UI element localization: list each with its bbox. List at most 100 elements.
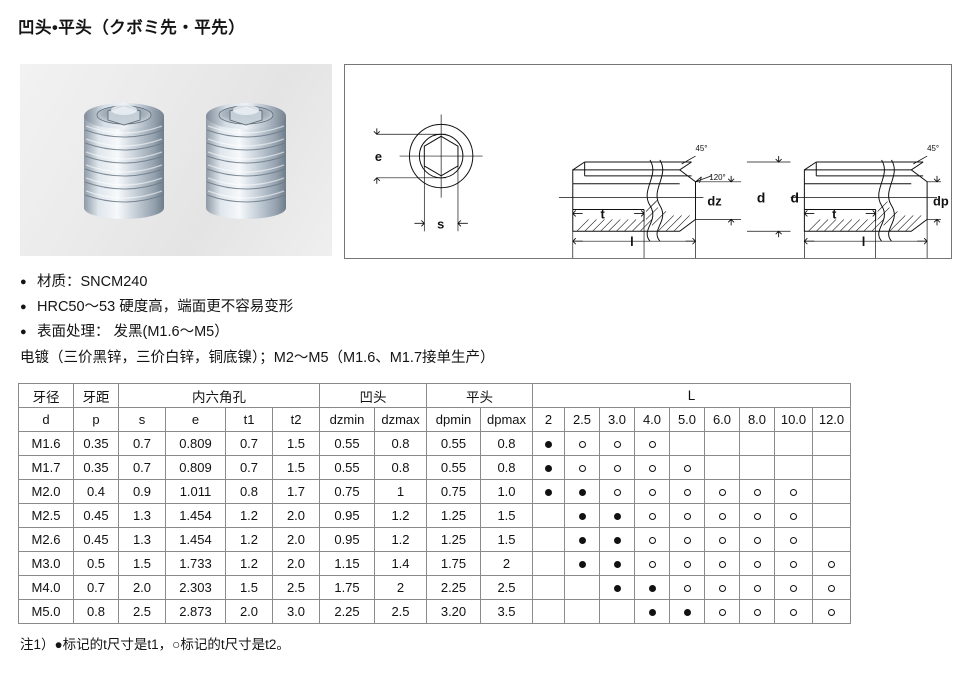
- length-cell-2.5: [564, 599, 600, 624]
- drawing-dim-arrows-mid: [572, 210, 697, 245]
- open-dot-icon: [753, 489, 761, 497]
- table-cell: 0.45: [73, 527, 119, 552]
- open-dot-icon: [790, 585, 797, 593]
- length-cell-8.0: [739, 575, 775, 600]
- length-cell-2.5: [564, 503, 600, 528]
- open-dot-icon: [648, 465, 656, 473]
- length-cell-4.0: [634, 479, 670, 504]
- length-cell-12.0: [812, 551, 851, 576]
- label-d-right: d: [791, 190, 799, 206]
- length-cell-6.0: [704, 455, 740, 480]
- table-column-header-8.0: 8.0: [739, 407, 775, 432]
- table-group-header-4: 平头: [426, 383, 533, 408]
- open-dot-icon: [718, 513, 726, 521]
- table-column-header-10.0: 10.0: [774, 407, 813, 432]
- label-l-right: l: [862, 234, 866, 249]
- table-cell: 0.45: [73, 503, 119, 528]
- open-dot-icon: [753, 609, 761, 617]
- table-cell: 1.5: [272, 455, 320, 480]
- table-cell: 0.5: [73, 551, 119, 576]
- length-cell-3.0: [599, 431, 635, 456]
- length-cell-5.0: [669, 431, 705, 456]
- table-cell: 1.25: [426, 503, 481, 528]
- table-cell: 0.8: [374, 431, 427, 456]
- table-cell: 1.5: [225, 575, 273, 600]
- spec-item: ● 表面处理： 发黑(M1.6～M5）: [20, 320, 720, 345]
- open-dot-icon: [683, 489, 691, 497]
- open-dot-icon: [790, 513, 797, 521]
- length-cell-10.0: [774, 431, 813, 456]
- table-cell: 0.75: [426, 479, 481, 504]
- table-cell: 1.15: [319, 551, 375, 576]
- table-cell: 2.5: [118, 599, 166, 624]
- table-cell: 1.454: [165, 503, 226, 528]
- length-cell-12.0: [812, 479, 851, 504]
- open-dot-icon: [578, 441, 586, 449]
- length-cell-3.0: [599, 503, 635, 528]
- solid-dot-icon: [578, 537, 586, 545]
- label-dp: dp: [933, 194, 949, 209]
- table-cell: 0.7: [73, 575, 119, 600]
- table-cell: 1.3: [118, 527, 166, 552]
- solid-dot-icon: [613, 513, 621, 521]
- solid-dot-icon: [648, 609, 656, 617]
- solid-dot-icon: [683, 609, 691, 617]
- solid-dot-icon: [578, 561, 586, 569]
- open-dot-icon: [753, 561, 761, 569]
- length-cell-12.0: [812, 431, 851, 456]
- spec-item-text: HRC50～53 硬度高，端面更不容易变形: [37, 299, 294, 315]
- table-cell: 0.8: [73, 599, 119, 624]
- length-cell-8.0: [739, 503, 775, 528]
- table-cell: 2: [480, 551, 533, 576]
- length-cell-3.0: [599, 575, 635, 600]
- length-cell-6.0: [704, 431, 740, 456]
- table-cell: 1.0: [480, 479, 533, 504]
- length-cell-2.5: [564, 575, 600, 600]
- table-cell: 1.733: [165, 551, 226, 576]
- length-cell-6.0: [704, 479, 740, 504]
- table-cell: 0.9: [118, 479, 166, 504]
- length-cell-2.5: [564, 527, 600, 552]
- table-cell: 2.0: [225, 599, 273, 624]
- length-cell-2: [532, 599, 565, 624]
- length-cell-12.0: [812, 503, 851, 528]
- table-cell: 0.55: [426, 455, 481, 480]
- table-column-header-t2: t2: [272, 407, 320, 432]
- open-dot-icon: [648, 489, 656, 497]
- label-angle-45-right: 45°: [927, 144, 939, 153]
- table-cell: 2.5: [272, 575, 320, 600]
- table-cell: 2.25: [426, 575, 481, 600]
- table-cell: M5.0: [18, 599, 74, 624]
- solid-dot-icon: [578, 513, 586, 521]
- open-dot-icon: [718, 537, 726, 545]
- open-dot-icon: [578, 465, 586, 473]
- length-cell-5.0: [669, 575, 705, 600]
- table-cell: M3.0: [18, 551, 74, 576]
- length-cell-2: [532, 551, 565, 576]
- table-cell: M2.0: [18, 479, 74, 504]
- table-cell: 3.0: [272, 599, 320, 624]
- open-dot-icon: [613, 465, 621, 473]
- solid-dot-icon: [545, 489, 552, 497]
- open-dot-icon: [828, 585, 835, 593]
- table-cell: 0.7: [118, 431, 166, 456]
- solid-dot-icon: [613, 585, 621, 593]
- length-cell-8.0: [739, 599, 775, 624]
- table-cell: 1.011: [165, 479, 226, 504]
- solid-dot-icon: [545, 441, 552, 449]
- label-t-right: t: [832, 206, 837, 221]
- open-dot-icon: [753, 537, 761, 545]
- label-dz: dz: [707, 194, 721, 209]
- table-group-header-5: L: [532, 383, 851, 408]
- table-cell: 1.7: [272, 479, 320, 504]
- open-dot-icon: [718, 585, 726, 593]
- table-cell: M1.7: [18, 455, 74, 480]
